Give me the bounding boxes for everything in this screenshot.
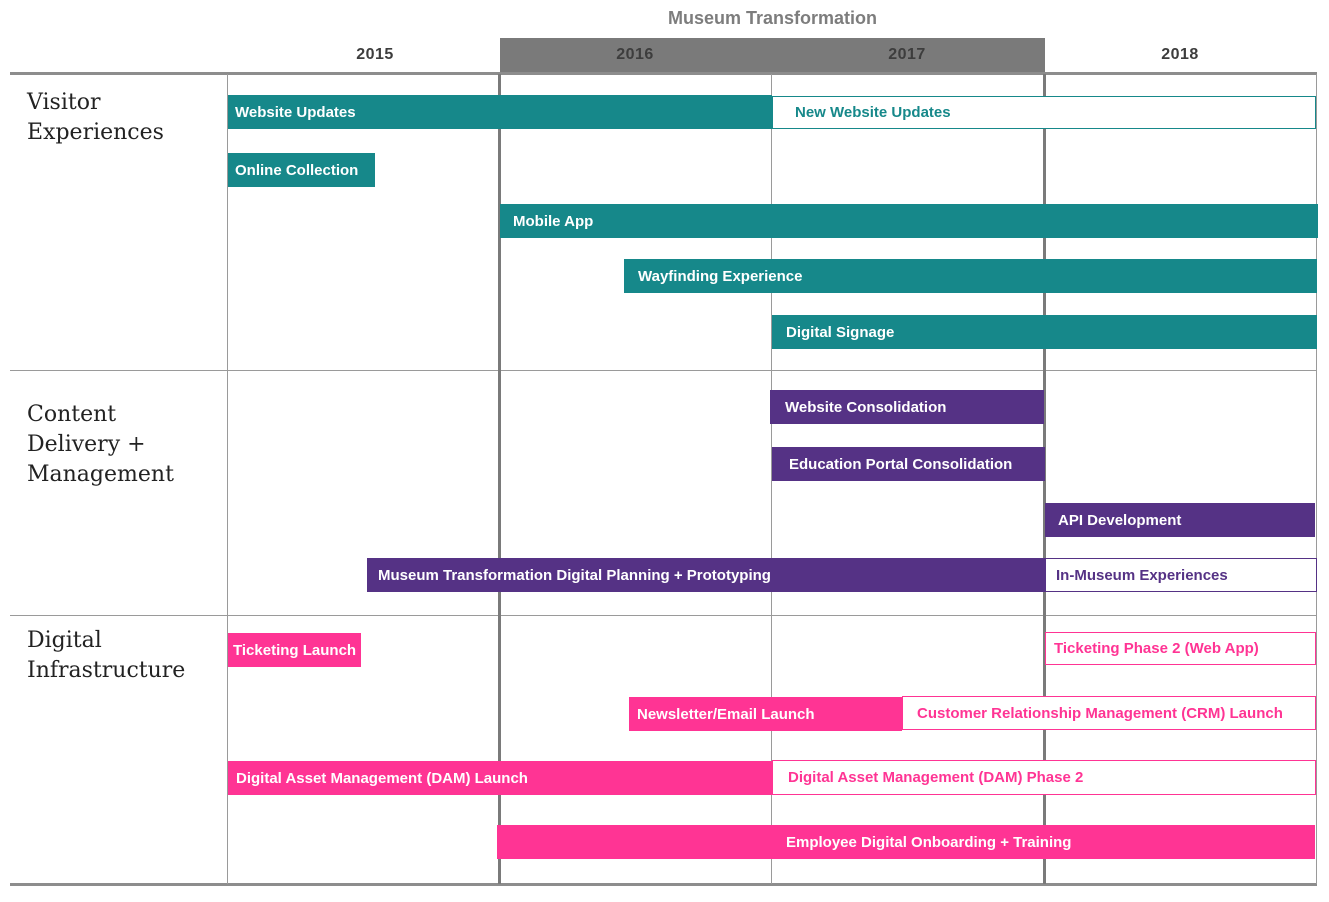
timeline-bar: Mobile App	[500, 204, 1318, 238]
chart-title: Museum Transformation	[667, 8, 878, 28]
gridline-2015-start	[227, 74, 228, 884]
timeline-bar: Newsletter/Email Launch	[629, 697, 902, 731]
timeline-bar-label: Mobile App	[513, 212, 594, 230]
timeline-bar: Ticketing Phase 2 (Web App)	[1045, 632, 1316, 665]
timeline-bar: New Website Updates	[772, 96, 1316, 129]
timeline-bar: Digital Signage	[772, 315, 1317, 349]
timeline-bar: Website Consolidation	[770, 390, 1044, 424]
timeline-bar-label: Digital Asset Management (DAM) Launch	[236, 769, 528, 787]
timeline-bar: Customer Relationship Management (CRM) L…	[902, 696, 1316, 730]
timeline-bar-label: New Website Updates	[795, 104, 951, 121]
gridline-2018-end	[1316, 74, 1317, 884]
timeline-bar-label: Ticketing Launch	[233, 641, 357, 659]
gridline-2016-start	[498, 74, 501, 884]
timeline-bar: Digital Asset Management (DAM) Phase 2	[772, 760, 1316, 795]
year-label-2016: 2016	[616, 46, 654, 63]
year-label-2017: 2017	[888, 46, 926, 63]
timeline-bar: Website Updates	[228, 95, 772, 129]
timeline-bar-label: Museum Transformation Digital Planning +…	[378, 566, 771, 584]
timeline-bar: API Development	[1045, 503, 1315, 537]
timeline-bar: Ticketing Launch	[228, 633, 361, 667]
timeline-bar-label: API Development	[1058, 511, 1182, 529]
timeline-bar-label: Digital Asset Management (DAM) Phase 2	[788, 769, 1084, 786]
header-rule	[10, 72, 1317, 75]
timeline-bar-label: Online Collection	[235, 161, 359, 179]
year-label-2018: 2018	[1161, 46, 1199, 63]
year-label-2015: 2015	[356, 46, 394, 63]
timeline-bar-label: Digital Signage	[786, 323, 895, 341]
section-divider	[10, 615, 1317, 616]
timeline-bar-label: Education Portal Consolidation	[789, 455, 1013, 473]
category-label-content-delivery: Content Delivery + Management	[27, 402, 174, 487]
timeline-bar: In-Museum Experiences	[1045, 558, 1317, 592]
timeline-bar-label: Customer Relationship Management (CRM) L…	[917, 704, 1283, 722]
timeline-bar: Employee Digital Onboarding + Training	[497, 825, 1315, 859]
section-divider	[10, 370, 1317, 371]
category-label-visitor-experiences: Visitor Experiences	[27, 90, 164, 145]
timeline-bar-label: Website Consolidation	[785, 398, 947, 416]
timeline-bar: Museum Transformation Digital Planning +…	[367, 558, 1045, 592]
footer-rule	[10, 883, 1317, 886]
gridline-2017-start	[771, 74, 772, 884]
timeline-bar-label: Employee Digital Onboarding + Training	[786, 833, 1072, 851]
highlighted-years-band	[500, 38, 1045, 74]
timeline-bar-label: Wayfinding Experience	[638, 267, 803, 285]
category-label-digital-infrastructure: Digital Infrastructure	[27, 628, 186, 683]
timeline-bar: Education Portal Consolidation	[772, 447, 1045, 481]
timeline-bar-label: Newsletter/Email Launch	[637, 705, 815, 723]
timeline-bar-label: In-Museum Experiences	[1056, 566, 1228, 584]
timeline-bar: Online Collection	[228, 153, 375, 187]
timeline-bar: Wayfinding Experience	[624, 259, 1317, 293]
timeline-bar: Digital Asset Management (DAM) Launch	[228, 761, 772, 795]
timeline-bar-label: Website Updates	[235, 103, 356, 121]
timeline-bar-label: Ticketing Phase 2 (Web App)	[1054, 640, 1259, 657]
